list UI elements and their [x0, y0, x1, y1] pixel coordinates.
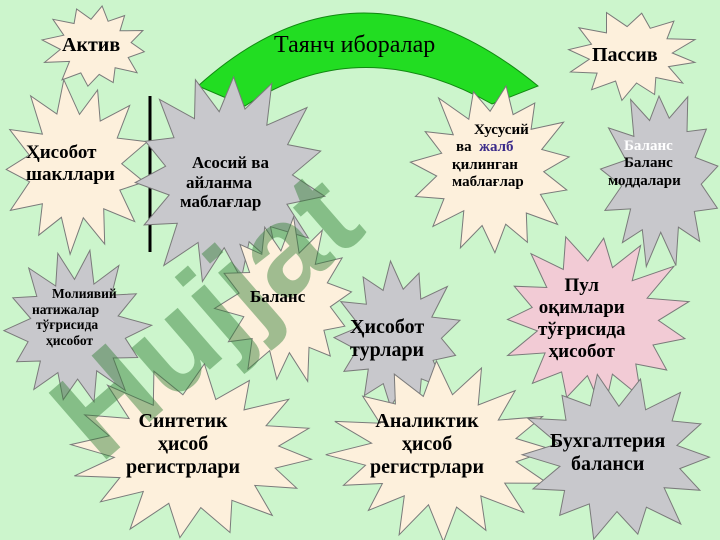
burst-passiv-label: Пассив [592, 44, 658, 66]
burst-balans [213, 214, 353, 384]
burst-pul [506, 235, 691, 415]
burst-moliyaviy [2, 248, 154, 404]
burst-pul-label: Пул оқимлари тўғрисида ҳисобот [538, 275, 626, 362]
page-title: Таянч иборалар [274, 32, 436, 58]
burst-sintetik [68, 362, 314, 539]
burst-analitik [325, 359, 554, 540]
watermark-art: Hujjat [25, 145, 387, 486]
burst-balans-moddalari-label: Баланс Баланс моддалари [608, 138, 681, 189]
burst-hisobot-turlari [332, 259, 462, 409]
title-arc [197, 12, 539, 107]
burst-asosiy [133, 75, 327, 283]
burst-hisobot-turlari-label: Ҳисобот турлари [350, 316, 425, 361]
burst-sintetik-label: Синтетик ҳисоб регистрлари [126, 410, 241, 478]
burst-analitik-label: Аналиктик ҳисоб регистрлари [370, 410, 485, 478]
burst-balans-moddalari [599, 94, 719, 269]
watermark: Hujjat [25, 145, 680, 490]
burst-xususiy [409, 84, 571, 254]
burst-xususiy-label: Хусусий ва жалб қилинган маблағлар [452, 122, 529, 190]
burst-balans-label: Баланс [250, 287, 306, 306]
burst-buxgalteriya [520, 373, 711, 540]
burst-buxgalteriya-label: Бухгалтерия баланси [550, 430, 666, 475]
burst-moliyaviy-label: Молиявий натижалар тўғрисида ҳисобот [32, 286, 117, 348]
burst-asosiy-label: Асосий ва айланма маблағлар [180, 153, 269, 212]
burst-aktiv-label: Актив [62, 34, 121, 56]
burst-passiv [567, 11, 697, 102]
burst-hisobot-shakllari [5, 78, 149, 257]
burst-hisobot-shakllari-label: Ҳисобот шакллари [26, 142, 115, 185]
burst-aktiv [40, 5, 146, 88]
